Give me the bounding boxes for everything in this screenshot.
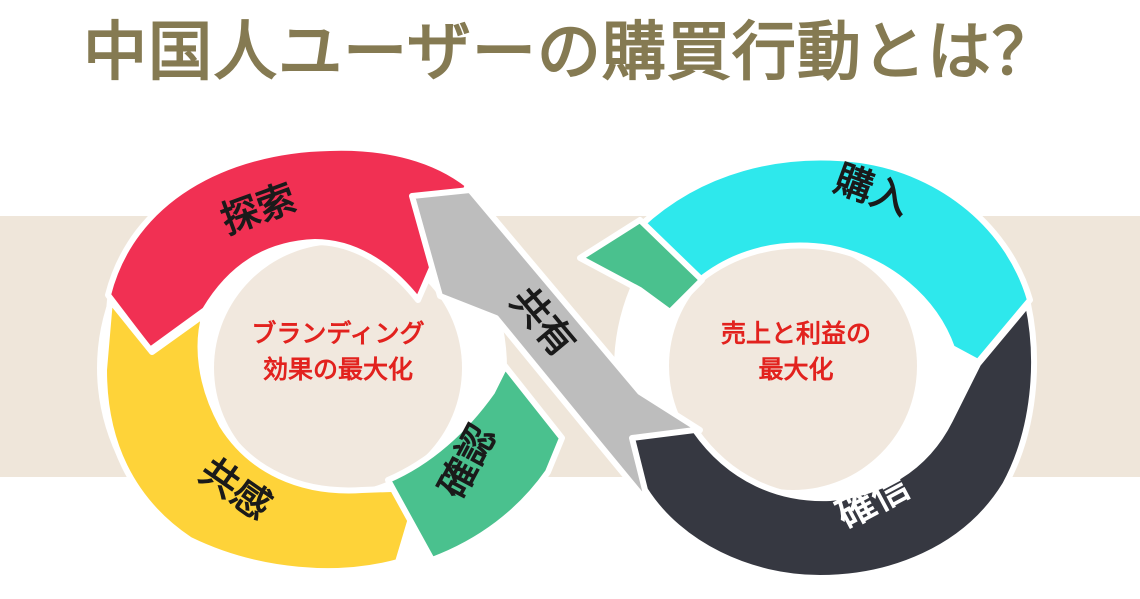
left-center-line1: ブランディング	[251, 319, 425, 348]
segment-kakunin-shape	[385, 363, 565, 563]
right-inner-circle	[669, 242, 917, 490]
segment-kyokan-shape	[101, 297, 423, 574]
right-center-line2: 最大化	[758, 355, 834, 384]
right-center-text: 売上と利益の 最大化	[686, 316, 906, 388]
segment-tansaku-shape	[105, 144, 471, 353]
segment-green-top-shape	[577, 217, 705, 315]
left-center-line2: 効果の最大化	[262, 355, 413, 384]
segment-konyu-shape	[637, 154, 1033, 365]
right-center-line1: 売上と利益の	[720, 319, 871, 348]
segment-kakushin-shape	[629, 301, 1037, 581]
left-inner-circle	[214, 244, 462, 492]
left-center-text: ブランディング 効果の最大化	[228, 316, 448, 388]
page-title: 中国人ユーザーの購買行動とは？	[83, 16, 1057, 90]
segment-kyoyu-shape	[409, 187, 703, 499]
